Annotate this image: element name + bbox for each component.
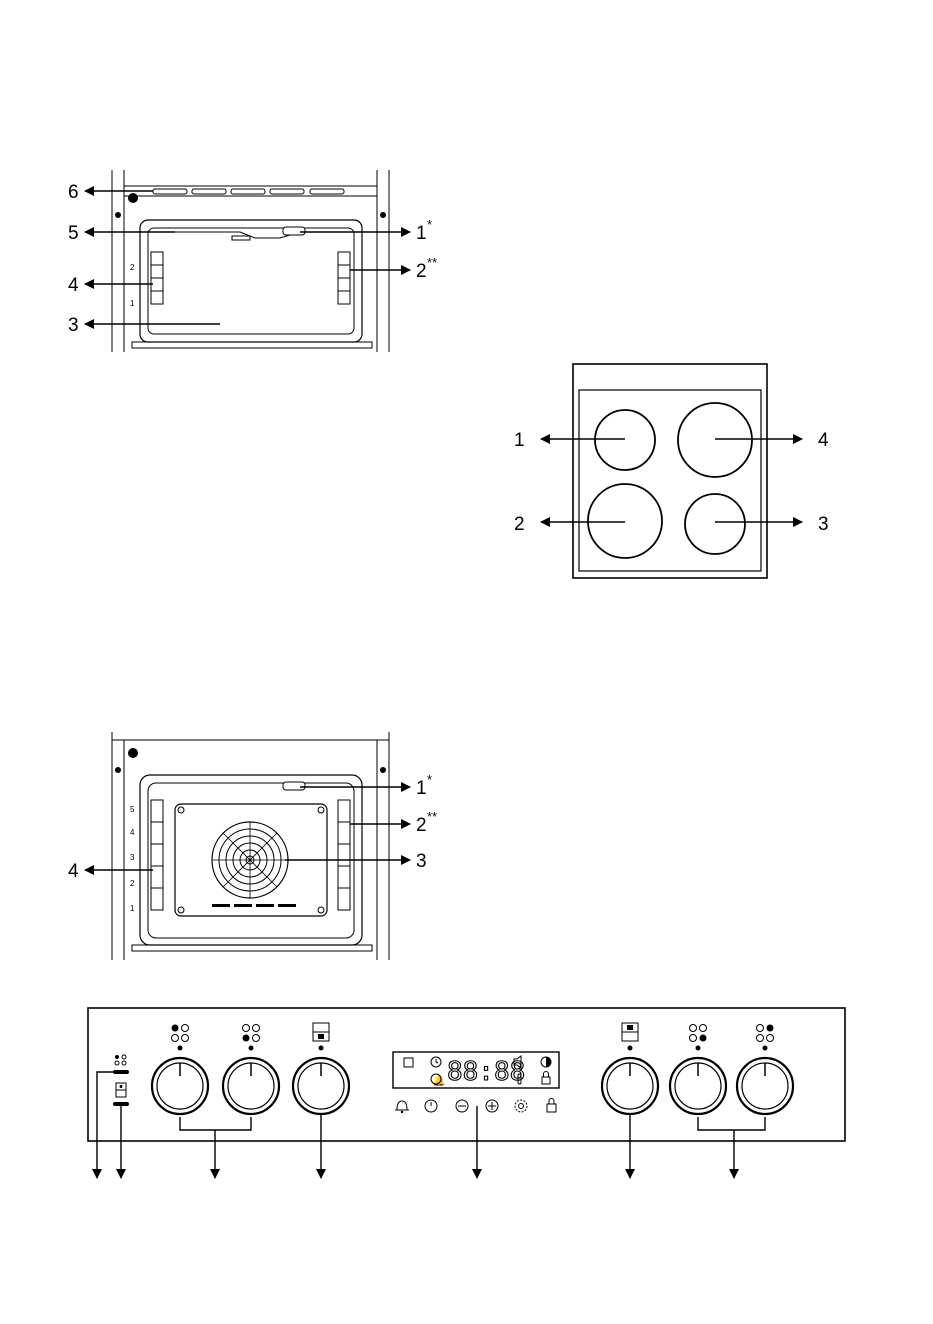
knob-hob-3[interactable]: [670, 1058, 726, 1114]
rack-number: 3: [130, 853, 135, 862]
clock-button[interactable]: [425, 1100, 437, 1112]
label-zone-4: 4: [818, 430, 829, 451]
knob-oven-upper[interactable]: [602, 1058, 658, 1114]
knob-hob-2[interactable]: [223, 1058, 279, 1114]
label-cavity: 3: [68, 315, 79, 336]
fan-icon: [212, 822, 288, 898]
label-side-rack: 2: [416, 815, 427, 836]
label-grill-element: 5: [68, 223, 79, 244]
zone-2: [588, 484, 662, 558]
zone-3: [685, 494, 745, 554]
bell-button[interactable]: [395, 1101, 409, 1113]
label-lamp-sup: *: [427, 217, 432, 232]
lamp-icon: [283, 227, 305, 235]
bell-icon: 🔔: [432, 1074, 446, 1087]
label-fan: 3: [416, 851, 427, 872]
indicator-lamp-oven: [113, 1102, 129, 1106]
zone-1: [595, 410, 655, 470]
rack-number: 1: [130, 299, 135, 308]
hob-zone-icon: [172, 1025, 189, 1042]
label-rack-levels: 4: [68, 861, 79, 882]
bottom-oven-diagram: 5 4 3 2 1 1 * 2 ** 3 4: [68, 732, 437, 960]
label-side-rack-sup: **: [427, 809, 437, 824]
label-grill-vents: 6: [68, 182, 79, 203]
knob-hob-4[interactable]: [737, 1058, 793, 1114]
label-side-rack: 2: [416, 261, 427, 282]
indicator-oven-icon: [116, 1083, 126, 1097]
timer-display: 🔔 88:88: [393, 1052, 559, 1088]
plus-button[interactable]: [486, 1100, 498, 1112]
label-lamp: 1: [416, 778, 427, 799]
screw-icon: [128, 193, 138, 203]
rack-number: 4: [130, 828, 135, 837]
side-rack-right: [338, 252, 350, 304]
rack-number: 1: [130, 904, 135, 913]
minus-button[interactable]: [456, 1100, 468, 1112]
lock-button[interactable]: [547, 1099, 556, 1113]
label-zone-1: 1: [514, 430, 525, 451]
rack-number: 5: [130, 805, 135, 814]
settings-button[interactable]: [515, 1100, 527, 1112]
label-lamp-sup: *: [427, 772, 432, 787]
oven-function-icon: [313, 1023, 329, 1041]
grill-vents: [153, 189, 344, 194]
zone-4: [678, 403, 752, 477]
label-rack-levels: 4: [68, 275, 79, 296]
label-side-rack-sup: **: [427, 255, 437, 270]
side-rack-left: [151, 800, 163, 910]
hob-diagram: 1 4 2 3: [514, 364, 829, 578]
label-zone-3: 3: [818, 514, 829, 535]
indicator-lamp-hob: [113, 1070, 129, 1074]
oven-function-icon: [622, 1023, 638, 1041]
lock-icon: [542, 1077, 550, 1084]
label-zone-2: 2: [514, 514, 525, 535]
knob-hob-1[interactable]: [152, 1058, 208, 1114]
hob-zone-icon: [690, 1025, 707, 1042]
hob-zone-icon: [757, 1025, 774, 1042]
indicator-hob-icon: [115, 1055, 126, 1065]
label-lamp: 1: [416, 223, 427, 244]
hob-zone-icon: [243, 1025, 260, 1042]
rack-number: 2: [130, 263, 135, 272]
lamp-icon: [283, 782, 305, 790]
side-rack-right: [338, 800, 350, 910]
side-rack-left: [151, 252, 163, 304]
oven-light-icon: [404, 1058, 413, 1067]
knob-oven-lower[interactable]: [293, 1058, 349, 1114]
control-panel-diagram: 🔔 88:88: [88, 1008, 845, 1178]
top-oven-diagram: 2 1 6 5 4 3 1 * 2 **: [68, 170, 437, 352]
rack-number: 2: [130, 879, 135, 888]
